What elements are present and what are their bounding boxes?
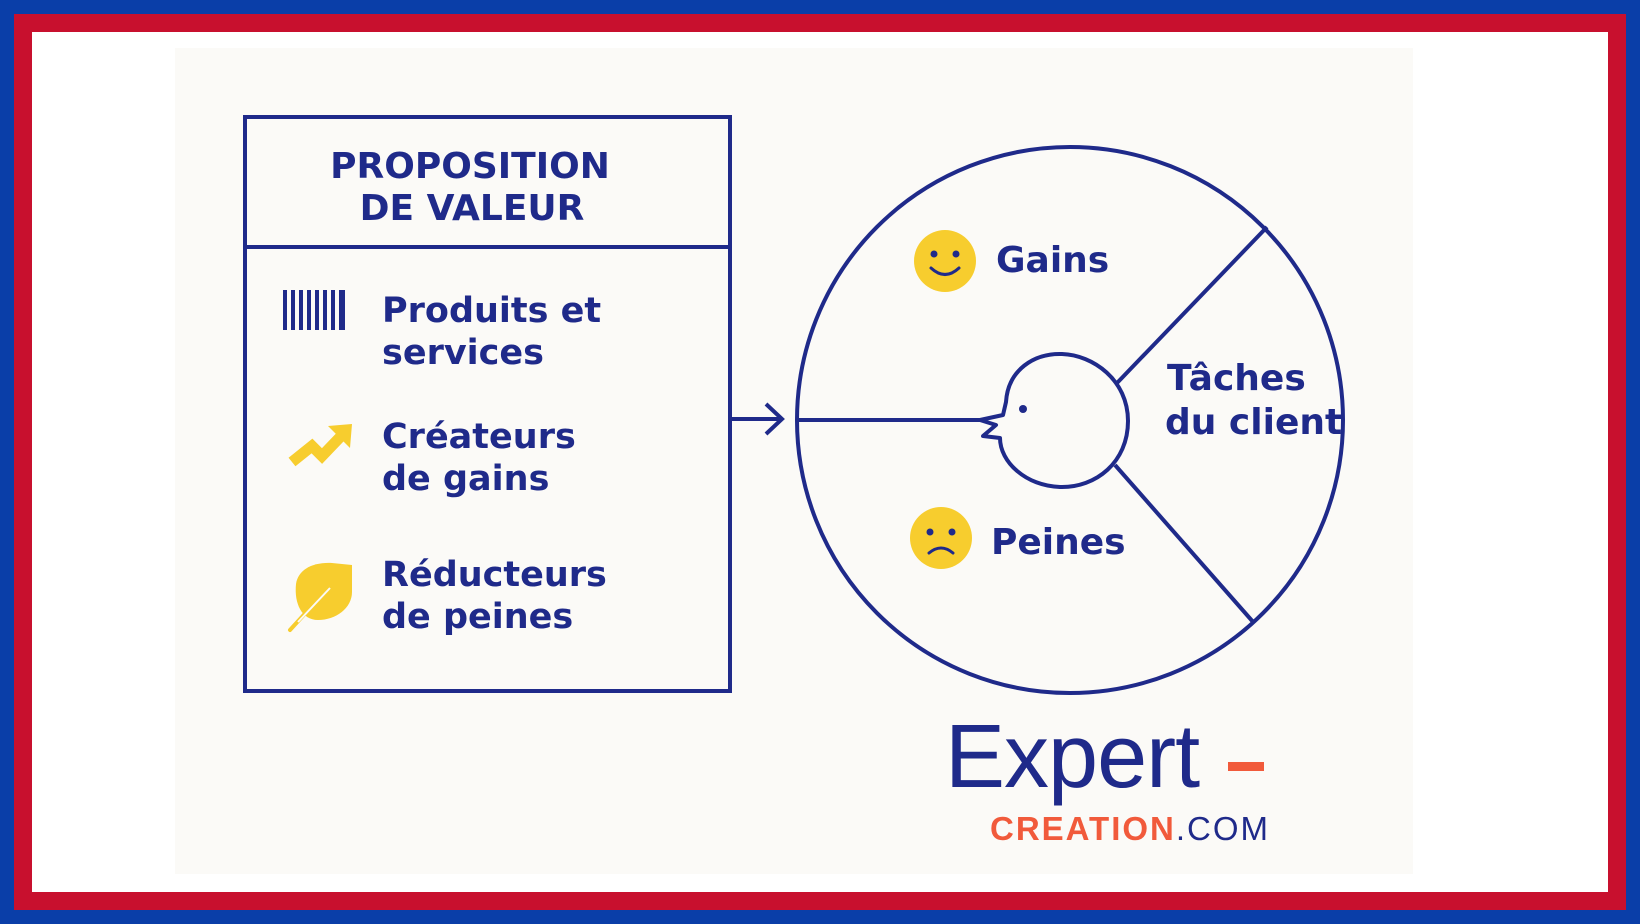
connector-arrow [732,402,785,436]
leaf-icon [288,562,352,632]
divider-upper-right [1115,225,1269,385]
smiley-happy-icon [914,230,976,292]
item-gain-creators-line2: de gains [382,459,549,499]
box-title-line1: PROPOSITION [330,146,610,187]
box-title-line2: DE VALEUR [360,188,585,229]
item-pain-relievers-line2: de peines [382,597,573,637]
customer-profile-circle: Gains Tâches du client Peines [795,145,1345,695]
item-gain-creators-line1: Créateurs [382,417,576,457]
value-proposition-box: PROPOSITION DE VALEUR Produits et servic… [243,115,732,693]
segment-tasks-line2: du client [1165,402,1342,443]
divider-lower-right [1113,463,1256,625]
logo-sub-accent: CREATION [990,810,1176,847]
segment-pains-label: Peines [991,522,1126,563]
item-pain-relievers-line1: Réducteurs [382,555,607,595]
smiley-sad-icon [910,507,972,569]
logo-sub-rest: .COM [1175,810,1271,847]
item-products-line1: Produits et [382,291,601,331]
barcode-icon [283,290,345,330]
logo-subline: CREATION.COM [990,812,1270,845]
logo-brand: Expert [945,707,1200,807]
trending-arrow-icon [288,424,352,467]
customer-head-icon [978,351,1130,490]
logo-dash-mark [1228,762,1264,771]
segment-gains-label: Gains [996,240,1109,281]
item-products-line2: services [382,333,544,373]
box-outline [243,115,732,693]
segment-tasks-line1: Tâches [1167,358,1306,399]
head-eye [1019,405,1027,413]
